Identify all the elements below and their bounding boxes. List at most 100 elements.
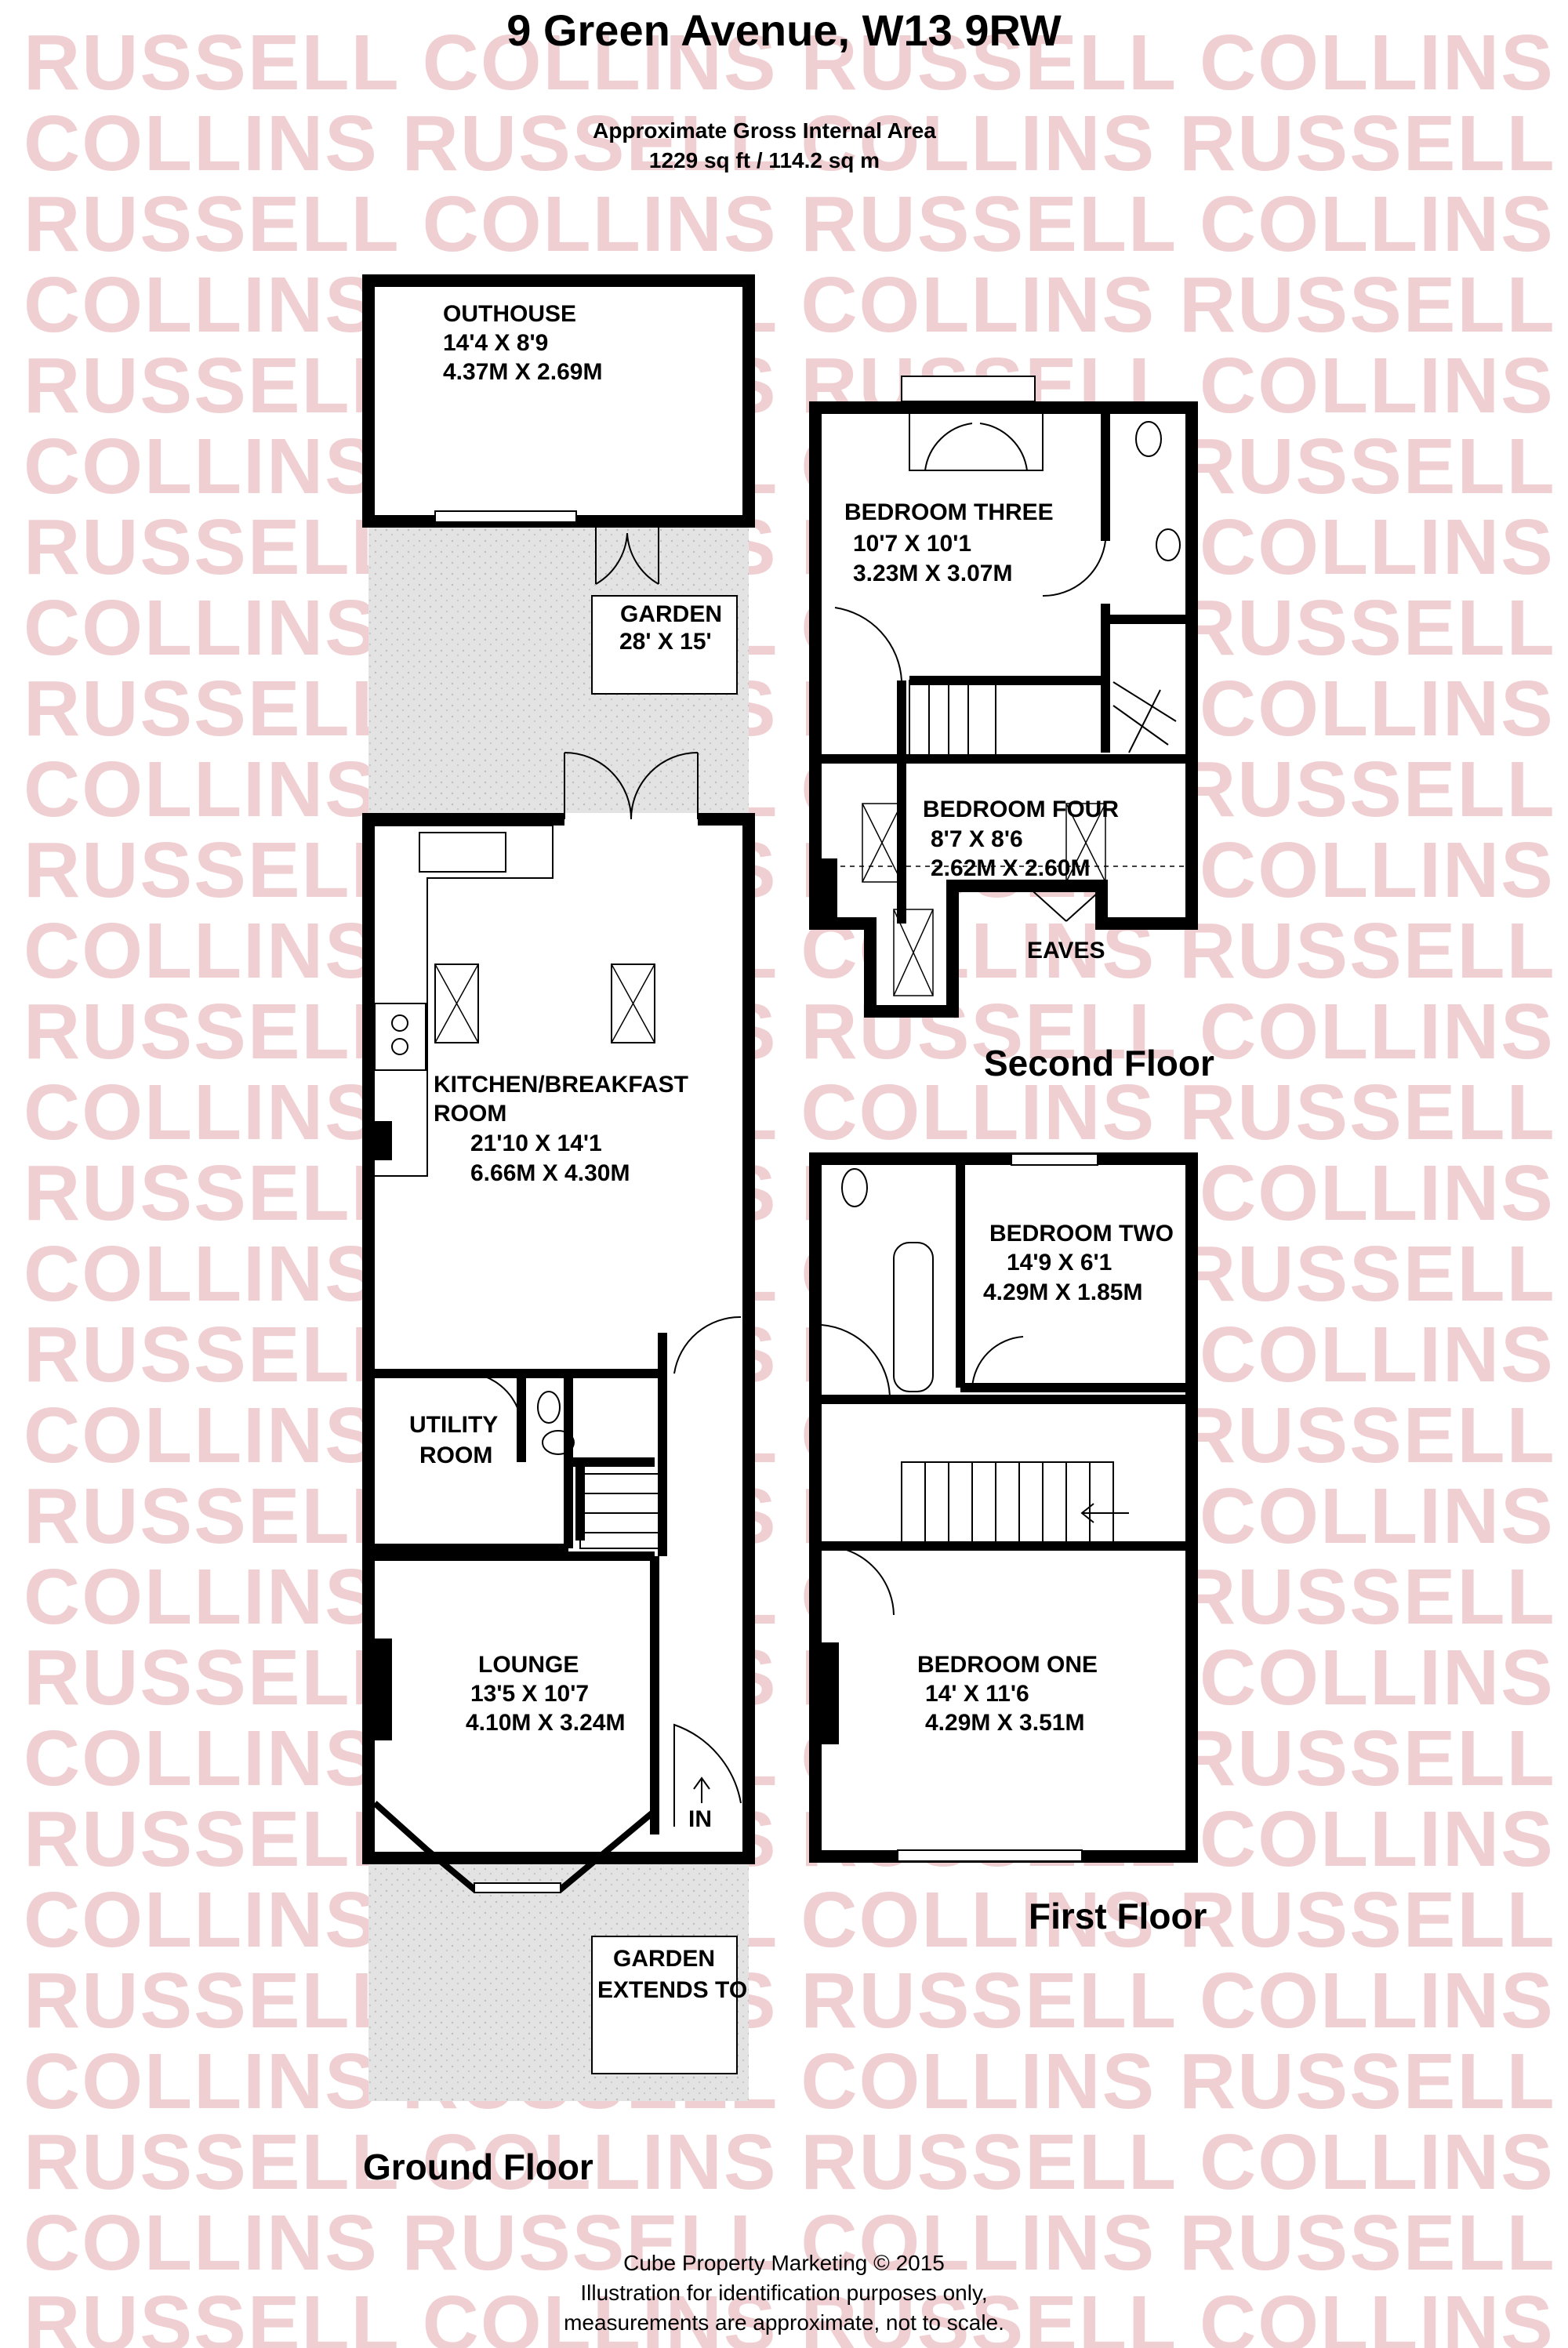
kitchen-skylight-icon: [434, 964, 655, 1043]
second-floor-plan: [809, 376, 1198, 1018]
hob-icon: [391, 1014, 408, 1032]
bedroom-one-name: BEDROOM ONE: [917, 1652, 1098, 1678]
watermark-row: COLLINS RUSSELL COLLINS RUSSELL CO: [24, 1715, 1568, 1802]
watermark-row: COLLINS RUSSELL COLLINS RUSSELL CO: [24, 100, 1568, 187]
footer: Cube Property Marketing © 2015 Illustrat…: [0, 2248, 1568, 2338]
watermark-row: COLLINS RUSSELL COLLINS RUSSELL CO: [24, 584, 1568, 672]
bath-icon: [893, 1242, 934, 1392]
second-stairs: [909, 680, 1177, 760]
entrance-label: IN: [688, 1806, 712, 1832]
outhouse-doors: [595, 521, 659, 585]
watermark-row: RUSSELL COLLINS RUSSELL COLLINS RU: [24, 19, 1568, 107]
watermark-row: COLLINS RUSSELL COLLINS RUSSELL CO: [24, 2038, 1568, 2125]
first-stairs: [901, 1461, 1129, 1545]
first-floor-plan: [809, 1152, 1198, 1863]
watermark-row: RUSSELL COLLINS RUSSELL COLLINS RU: [24, 1634, 1568, 1722]
bedroom-four-imperial: 8'7 X 8'6: [931, 826, 1023, 852]
lounge-chimney: [375, 1639, 392, 1740]
bathroom-door: [821, 1324, 891, 1400]
second-chimney: [822, 858, 837, 917]
outhouse-room: [362, 274, 755, 528]
bedroom-two-door: [971, 1336, 1024, 1388]
watermark-row: COLLINS RUSSELL COLLINS RUSSELL CO: [24, 423, 1568, 510]
rear-garden-size: 28' X 15': [619, 629, 712, 655]
area-caption: Approximate Gross Internal Area: [593, 118, 936, 143]
toilet-icon: [537, 1391, 561, 1424]
disclaimer-line-2: measurements are approximate, not to sca…: [564, 2310, 1004, 2335]
second-toilet-icon: [1135, 421, 1162, 457]
bedroom-three-imperial: 10'7 X 10'1: [853, 531, 971, 557]
first-floor-walls: [809, 1152, 1198, 1863]
bedroom-one-imperial: 14' X 11'6: [925, 1681, 1029, 1707]
bedroom-two-metric: 4.29M X 1.85M: [983, 1279, 1142, 1305]
landing-door: [834, 607, 902, 681]
gross-internal-area: Approximate Gross Internal Area 1229 sq …: [0, 116, 1529, 176]
rear-garden-name: GARDEN: [620, 601, 722, 627]
bedroom-three-wardrobe: [909, 414, 1044, 471]
front-garden-line-2: EXTENDS TO: [597, 1977, 747, 2003]
second-skylight-icon: [862, 803, 1106, 996]
watermark-row: RUSSELL COLLINS RUSSELL COLLINS RU: [24, 1795, 1568, 1883]
watermark-row: RUSSELL COLLINS RUSSELL COLLINS RU: [24, 665, 1568, 753]
watermark-row: COLLINS RUSSELL COLLINS RUSSELL CO: [24, 1876, 1568, 1964]
utility-name-1: UTILITY: [409, 1412, 498, 1438]
watermark-row: RUSSELL COLLINS RUSSELL COLLINS RU: [24, 2118, 1568, 2206]
area-value: 1229 sq ft / 114.2 sq m: [648, 148, 880, 172]
watermark-row: RUSSELL COLLINS RUSSELL COLLINS RU: [24, 503, 1568, 591]
page-title: 9 Green Avenue, W13 9RW: [506, 5, 1062, 55]
entrance-arrow-icon: [693, 1776, 710, 1803]
watermark-row: RUSSELL COLLINS RUSSELL COLLINS RU: [24, 1311, 1568, 1399]
second-floor-title: Second Floor: [984, 1043, 1214, 1083]
watermark-row: COLLINS RUSSELL COLLINS RUSSELL CO: [24, 261, 1568, 349]
watermark-row: COLLINS RUSSELL COLLINS RUSSELL CO: [24, 1392, 1568, 1479]
ground-floor-plan: [362, 274, 755, 2101]
watermark-row: RUSSELL COLLINS RUSSELL COLLINS RU: [24, 1957, 1568, 2045]
second-internal-walls: [815, 414, 1192, 924]
watermark-row: COLLINS RUSSELL COLLINS RUSSELL CO: [24, 2199, 1568, 2287]
first-floor-title: First Floor: [1029, 1896, 1207, 1936]
bedroom-four-name: BEDROOM FOUR: [923, 797, 1119, 822]
first-chimney: [822, 1642, 839, 1744]
outhouse-window: [434, 510, 577, 523]
disclaimer-line-1: Illustration for identification purposes…: [580, 2281, 988, 2305]
utility-door: [474, 1373, 524, 1443]
rear-garden-label-box: [591, 595, 738, 695]
watermark-row: RUSSELL COLLINS RUSSELL COLLINS RU: [24, 1472, 1568, 1560]
watermark-row: RUSSELL COLLINS RUSSELL COLLINS RU: [24, 826, 1568, 914]
bedroom-three-metric: 3.23M X 3.07M: [853, 561, 1012, 586]
ground-floor-title: Ground Floor: [363, 2147, 593, 2187]
bedroom-two-window: [1011, 1153, 1098, 1166]
lounge-name: LOUNGE: [478, 1652, 579, 1678]
bedroom-two-name: BEDROOM TWO: [989, 1221, 1174, 1247]
ground-stairs: [579, 1473, 659, 1549]
watermark-row: COLLINS RUSSELL COLLINS RUSSELL CO: [24, 907, 1568, 995]
watermark-row: RUSSELL COLLINS RUSSELL COLLINS RU: [24, 1149, 1568, 1237]
first-internal-walls: [822, 1165, 1185, 1551]
lounge-metric: 4.10M X 3.24M: [466, 1710, 625, 1736]
basin-icon: [542, 1430, 575, 1455]
kitchen-worktop: [375, 825, 554, 1177]
eaves-door: [1026, 885, 1106, 922]
utility-name-2: ROOM: [419, 1443, 492, 1468]
kitchen-sink-icon: [419, 832, 506, 873]
watermark-row: COLLINS RUSSELL COLLINS RUSSELL CO: [24, 1230, 1568, 1318]
second-basin-icon: [1156, 528, 1181, 561]
outhouse-imperial: 14'4 X 8'9: [443, 330, 548, 356]
kitchen-name-1: KITCHEN/BREAKFAST: [434, 1072, 688, 1098]
watermark-row: RUSSELL COLLINS RUSSELL COLLINS RU: [24, 2280, 1568, 2348]
first-toilet-icon: [841, 1168, 868, 1207]
room-labels: OUTHOUSE 14'4 X 8'9 4.37M X 2.69M GARDEN…: [363, 301, 1214, 2187]
bedroom-four-metric: 2.62M X 2.60M: [931, 855, 1090, 881]
second-floor-walls: [809, 401, 1198, 1018]
lounge-imperial: 13'5 X 10'7: [470, 1681, 589, 1707]
watermark-row: COLLINS RUSSELL COLLINS RUSSELL CO: [24, 746, 1568, 833]
copyright: Cube Property Marketing © 2015: [623, 2251, 945, 2275]
bedroom-two-imperial: 14'9 X 6'1: [1007, 1250, 1112, 1276]
chimney-breast: [375, 1121, 392, 1160]
bedroom-one-window: [897, 1849, 1083, 1862]
hall-door: [673, 1316, 742, 1374]
watermark-row: RUSSELL COLLINS RUSSELL COLLINS RU: [24, 988, 1568, 1076]
bedroom-three-name: BEDROOM THREE: [844, 499, 1054, 525]
